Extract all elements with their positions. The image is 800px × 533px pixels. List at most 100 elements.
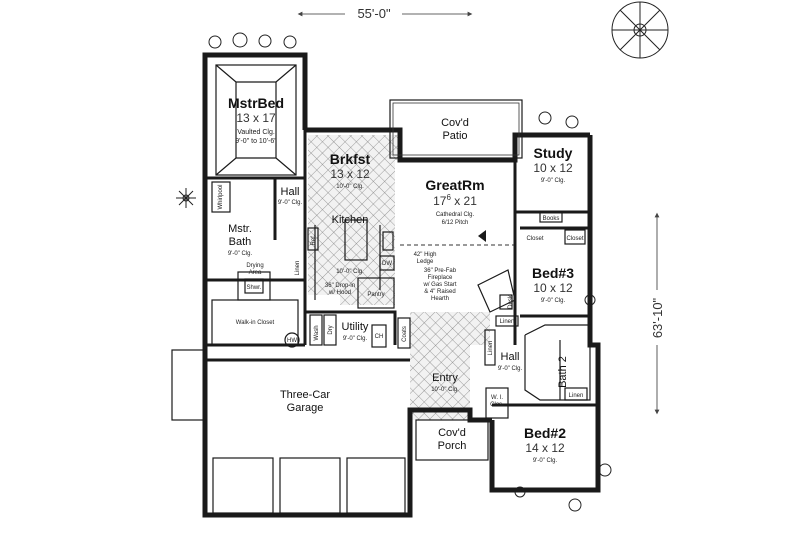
whirlpool-label: Whirlpool xyxy=(218,184,224,209)
fireplace-note4: & 4" Raised xyxy=(424,289,455,295)
bed2-name: Bed#2 xyxy=(524,425,566,441)
dishwasher-label: DW xyxy=(382,261,392,267)
fireplace-note1: 36" Pre-Fab xyxy=(424,268,457,274)
central-heat-label: CH xyxy=(375,334,384,340)
master-bath-name: Mstr. xyxy=(228,223,252,235)
room-bath2: Bath 2 xyxy=(557,356,569,388)
entry-tile-floor xyxy=(410,312,490,420)
study-note: 9'-0" Clg. xyxy=(541,178,566,184)
hall-master-note: 9'-0" Clg. xyxy=(278,200,303,206)
room-walk-in-closet: Walk-in Closet xyxy=(236,320,275,326)
master-bath-note: 9'-0" Clg. xyxy=(228,251,253,257)
hall-beds-name: Hall xyxy=(501,351,520,363)
pantry-label: Pantry xyxy=(367,292,384,298)
hall-beds-note: 9'-0" Clg. xyxy=(498,366,523,372)
depth-dimension: 63'-10" xyxy=(650,212,665,415)
utility-note: 9'-0" Clg. xyxy=(343,336,368,342)
bed3-name: Bed#3 xyxy=(532,265,574,281)
master-bed-note1: Vaulted Clg. xyxy=(237,129,275,136)
fireplace-direction-icon xyxy=(478,230,486,242)
entry-note: 10'-0" Clg. xyxy=(431,387,459,393)
drying-area-name2: Area xyxy=(249,270,262,276)
great-room-size: 176 x 21 xyxy=(433,193,477,208)
great-room-size-in: 6 xyxy=(446,193,451,202)
room-master-bed: MstrBed 13 x 17 Vaulted Clg. 9'-0" to 10… xyxy=(228,95,284,145)
utility-name: Utility xyxy=(342,321,369,333)
patio-name: Cov'd xyxy=(441,117,469,129)
great-room-size-ft: 17 xyxy=(433,194,447,208)
great-room-note1: Cathedral Clg. xyxy=(436,212,475,218)
wi-closet-label1: W. I. xyxy=(491,395,503,401)
master-linen-label: Linen xyxy=(295,261,301,276)
great-room-name: GreatRm xyxy=(425,177,484,193)
bed3-linen-label: Linen xyxy=(500,319,515,325)
fireplace-note2: Fireplace xyxy=(428,275,453,281)
bath2-linen-label: Linen xyxy=(569,393,584,399)
ledge-note2: Ledge xyxy=(417,259,434,265)
width-dimension-label: 55'-0" xyxy=(357,6,391,21)
room-bed3: Bed#3 10 x 12 9'-0" Clg. xyxy=(532,265,574,304)
master-bed-note2: 9'-0" to 10'-6" xyxy=(235,138,277,145)
bed3-size: 10 x 12 xyxy=(533,281,573,295)
cooktop-note2: w/ Hood xyxy=(328,290,351,296)
hall-linen-label: Linen xyxy=(488,341,494,356)
study-closet-label: Closet xyxy=(566,236,583,242)
great-room-note2: 6/12 Pitch xyxy=(442,220,469,226)
room-garage: Three-Car Garage xyxy=(280,389,330,414)
washer-label: Wash xyxy=(314,325,320,340)
room-breakfast: Brkfst 13 x 12 10'-0" Clg. xyxy=(330,151,371,190)
room-covered-porch: Cov'd Porch xyxy=(438,427,467,452)
drying-area-name: Drying xyxy=(246,263,263,269)
shower-label: Shwr. xyxy=(246,285,261,291)
breakfast-size: 13 x 12 xyxy=(330,167,370,181)
porch-name: Cov'd xyxy=(438,427,466,439)
wi-closet-label2: Clos. xyxy=(490,402,504,408)
desk-label: Desk xyxy=(508,294,514,309)
ledge-note1: 42" High xyxy=(414,252,437,258)
garage-side-bump xyxy=(171,349,206,421)
room-master-bath: Mstr. Bath 9'-0" Clg. xyxy=(228,223,253,257)
master-bed-size: 13 x 17 xyxy=(236,111,276,125)
room-great-room: GreatRm 176 x 21 Cathedral Clg. 6/12 Pit… xyxy=(425,177,484,226)
master-bed-name: MstrBed xyxy=(228,95,284,111)
plan-notes: 42" High Ledge 36" Pre-Fab Fireplace w/ … xyxy=(218,184,584,408)
breakfast-note: 10'-0" Clg. xyxy=(336,184,364,190)
room-hall-master: Hall 9'-0" Clg. xyxy=(278,186,303,206)
room-hall-beds: Hall 9'-0" Clg. xyxy=(498,351,523,372)
entry-name: Entry xyxy=(432,372,458,384)
fireplace-note5: Hearth xyxy=(431,296,449,302)
breakfast-name: Brkfst xyxy=(330,151,371,167)
kitchen-note: 10'-0" Clg. xyxy=(336,269,364,275)
width-dimension: 55'-0" xyxy=(297,6,473,21)
fireplace-note3: w/ Gas Start xyxy=(422,282,456,288)
hall-master-name: Hall xyxy=(281,186,300,198)
interior-walls xyxy=(205,64,598,514)
bath2-name: Bath 2 xyxy=(557,356,569,388)
bed3-note: 9'-0" Clg. xyxy=(541,298,566,304)
bed2-note: 9'-0" Clg. xyxy=(533,458,558,464)
starburst-icon xyxy=(176,188,196,208)
kitchen-name: Kitchen xyxy=(332,214,369,226)
bed2-size: 14 x 12 xyxy=(525,441,565,455)
coats-label: Coats xyxy=(402,326,408,342)
study-size: 10 x 12 xyxy=(533,161,573,175)
bed3-closet-label: Closet xyxy=(526,236,543,242)
master-bath-name2: Bath xyxy=(229,236,252,248)
tree-icon xyxy=(611,1,669,59)
water-heater-label: HW xyxy=(287,338,297,344)
room-bed2: Bed#2 14 x 12 9'-0" Clg. xyxy=(524,425,566,464)
porch-name2: Porch xyxy=(438,440,467,452)
room-kitchen: Kitchen 10'-0" Clg. xyxy=(332,214,369,275)
study-name: Study xyxy=(534,145,573,161)
patio-name2: Patio xyxy=(442,130,467,142)
garage-name: Three-Car xyxy=(280,389,330,401)
covered-patio xyxy=(389,99,523,159)
landscaping xyxy=(176,1,669,512)
depth-dimension-label: 63'-10" xyxy=(650,297,665,338)
refrigerator-label: Ref. xyxy=(311,234,317,245)
room-utility: Utility 9'-0" Clg. xyxy=(342,321,369,342)
cooktop-note1: 36" Drop-in xyxy=(325,283,355,289)
dryer-label: Dry xyxy=(328,325,334,334)
room-entry: Entry 10'-0" Clg. xyxy=(431,372,459,393)
